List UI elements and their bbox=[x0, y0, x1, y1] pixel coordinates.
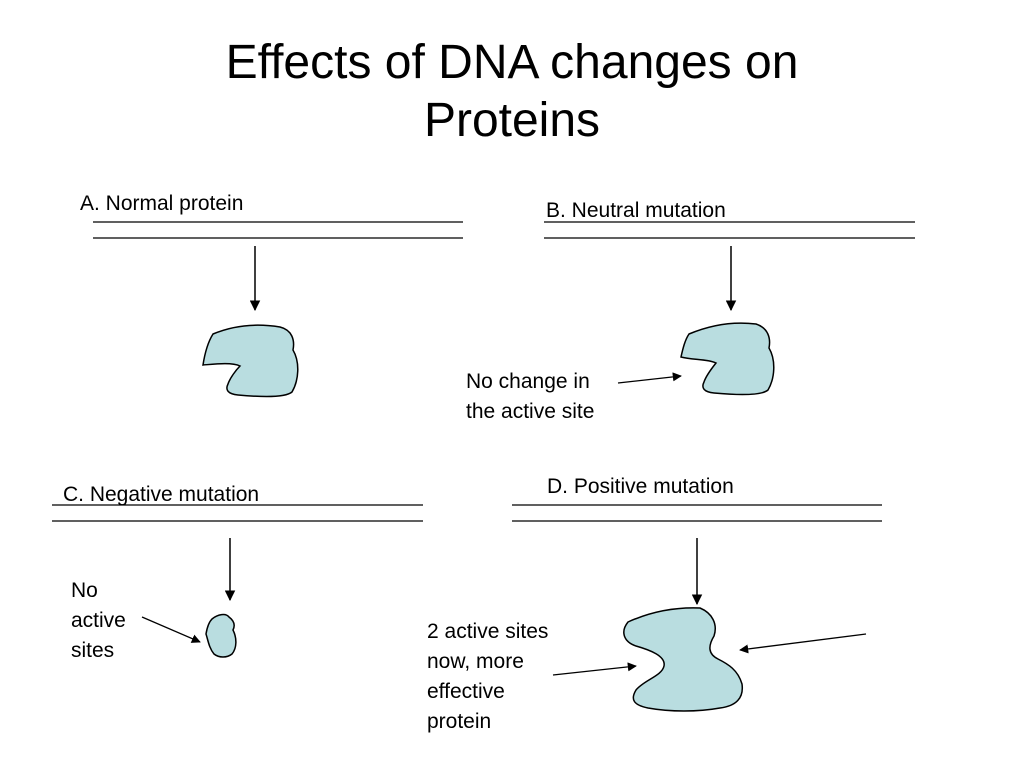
panel-d-dna-strands bbox=[512, 504, 882, 522]
panel-a-dna-strands bbox=[93, 221, 463, 239]
panel-d-note: 2 active sites now, more effective prote… bbox=[427, 617, 548, 737]
panel-b-note-line-2: the active site bbox=[466, 400, 595, 423]
panel-d-note-line-1: 2 active sites bbox=[427, 620, 549, 643]
title-line-1: Effects of DNA changes on bbox=[225, 36, 799, 89]
panel-b-note: No change in the active site bbox=[466, 367, 594, 427]
panel-c-label: C. Negative mutation bbox=[63, 483, 260, 506]
panel-b-note-arrow bbox=[617, 372, 682, 384]
panel-d-protein bbox=[623, 607, 744, 712]
panel-d-label: D. Positive mutation bbox=[547, 475, 734, 498]
panel-d-note-line-4: protein bbox=[427, 710, 492, 733]
panel-c-note-line-1: No bbox=[71, 579, 98, 602]
panel-c-note: No active sites bbox=[71, 576, 126, 666]
panel-c-note-line-2: active bbox=[71, 609, 126, 632]
panel-d-note-arrow-right bbox=[739, 633, 867, 654]
panel-c-note-line-3: sites bbox=[71, 639, 115, 662]
panel-d-note-line-3: effective bbox=[427, 680, 505, 703]
panel-d-note-arrow-left bbox=[552, 662, 637, 676]
panel-d-note-line-2: now, more bbox=[427, 650, 524, 673]
panel-c-dna-strands bbox=[52, 504, 423, 522]
panel-b-label: B. Neutral mutation bbox=[546, 199, 726, 222]
panel-c-note-arrow bbox=[141, 616, 201, 643]
panel-b-note-line-1: No change in bbox=[466, 370, 590, 393]
panel-a-label: A. Normal protein bbox=[80, 192, 244, 215]
panel-c-protein bbox=[205, 613, 237, 658]
slide-title: Effects of DNA changes on Proteins bbox=[0, 34, 1024, 150]
panel-a-protein bbox=[202, 324, 299, 398]
panel-b-protein bbox=[680, 322, 775, 396]
title-line-2: Proteins bbox=[423, 94, 601, 147]
panel-b-dna-strands bbox=[544, 221, 915, 239]
